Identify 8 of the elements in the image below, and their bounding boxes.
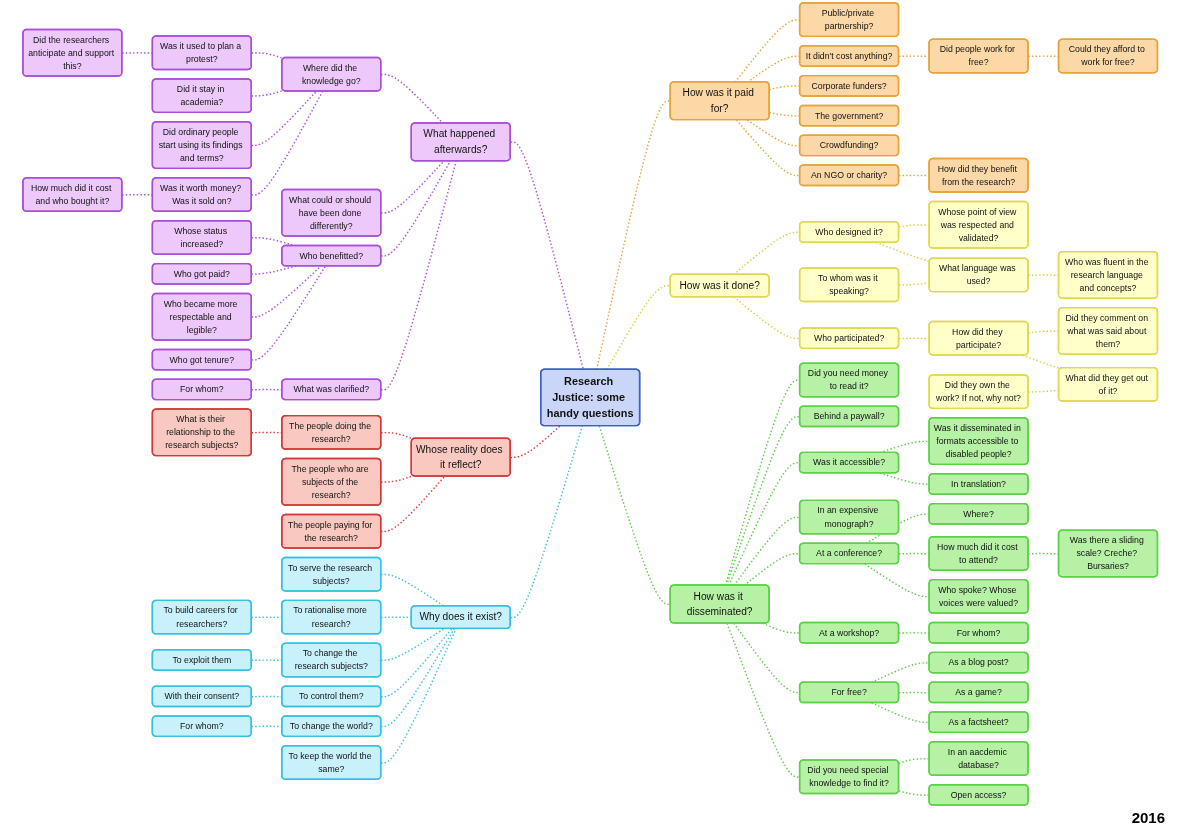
connector (726, 622, 802, 778)
connector (736, 119, 802, 177)
connector (726, 415, 802, 587)
connector (728, 462, 802, 587)
year-text: 2016 (1131, 808, 1165, 828)
connector (733, 516, 802, 587)
connector (725, 379, 802, 587)
connector (510, 425, 584, 619)
